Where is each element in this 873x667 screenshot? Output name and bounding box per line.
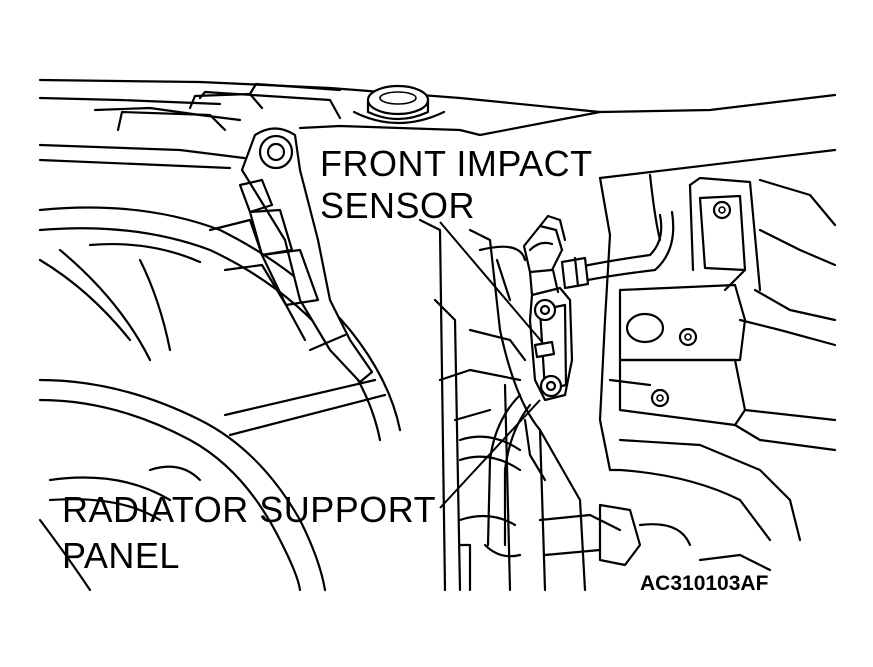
front-impact-sensor-leader — [439, 221, 543, 343]
front-impact-sensor-label-line1: FRONT IMPACT — [320, 143, 593, 184]
lower-hose — [458, 393, 622, 592]
front-impact-sensor — [522, 214, 574, 402]
hood-outline — [38, 78, 837, 180]
front-impact-sensor-label-line2: SENSOR — [320, 185, 475, 226]
figure-code: AC310103AF — [640, 572, 769, 595]
fan-shroud — [38, 206, 402, 592]
reservoir-cap — [352, 84, 446, 125]
radiator-support-panel-label-line1: RADIATOR SUPPORT — [62, 489, 436, 530]
radiator-support-panel-leader — [439, 399, 541, 509]
radiator-support-panel-label-line2: PANEL — [62, 535, 180, 576]
leader-lines — [439, 221, 543, 509]
upper-bracket — [208, 127, 374, 384]
radiator-support-panel — [418, 218, 587, 592]
right-side-member — [598, 173, 837, 572]
sensor-harness — [560, 210, 675, 290]
